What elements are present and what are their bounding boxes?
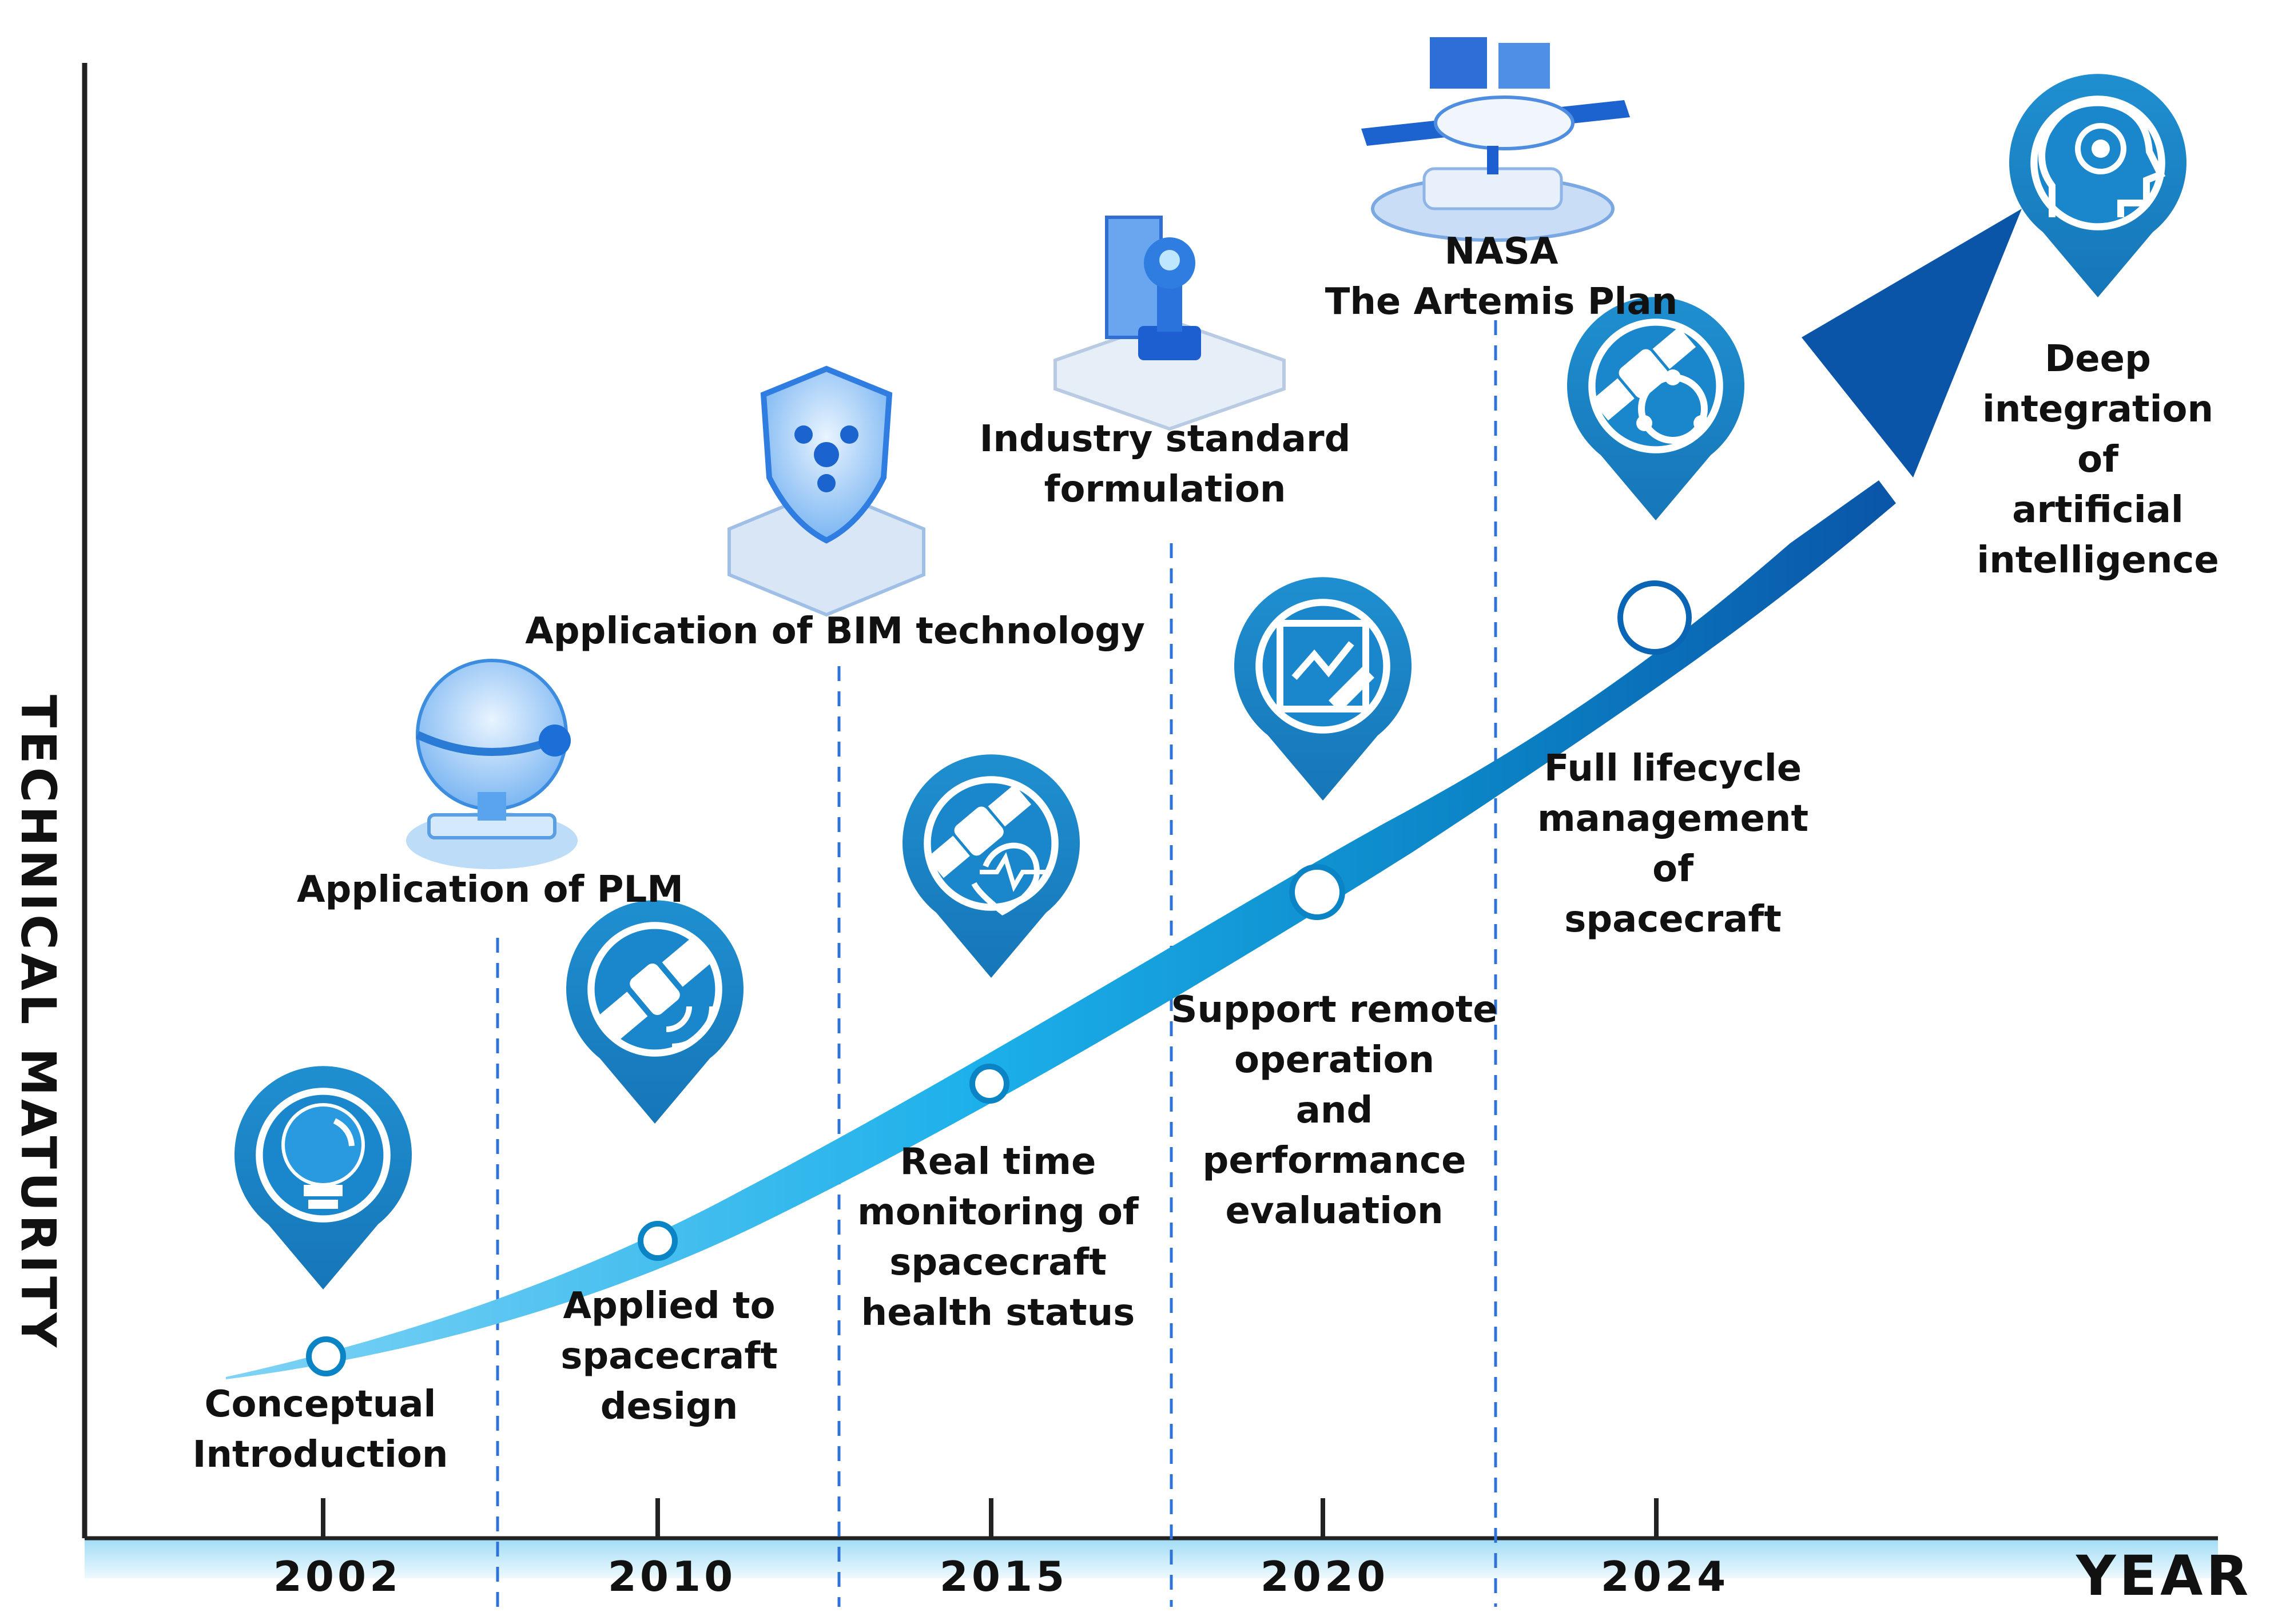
year-label-2010: 2010 <box>607 1553 737 1601</box>
node-2024 <box>1617 580 1692 655</box>
year-label-2002: 2002 <box>273 1553 402 1601</box>
x-axis-title: YEAR <box>2076 1544 2252 1608</box>
milestone-nodes <box>306 580 1692 1376</box>
maturity-arrow-head <box>1802 209 2022 477</box>
chart-edit-icon-pin <box>1234 577 1412 801</box>
year-label-2024: 2024 <box>1600 1553 1730 1601</box>
milestone-label-design: Applied to spacecraft design <box>560 1285 778 1428</box>
milestone-label-monitoring: Real time monitoring of spacecraft healt… <box>857 1141 1139 1334</box>
milestone-label-conceptual: Conceptual Introduction <box>192 1383 448 1476</box>
plm-globe-icon <box>406 659 578 869</box>
lightbulb-icon-pin <box>234 1066 412 1289</box>
year-label-2015: 2015 <box>939 1553 1068 1601</box>
event-label-plm: Application of PLM <box>297 869 683 911</box>
event-label-standard: Industry standard formulation <box>979 418 1351 511</box>
x-axis-band <box>85 1538 2218 1578</box>
standard-stamp-icon <box>1053 216 1286 431</box>
satellite-heartbeat-icon-pin <box>902 754 1080 978</box>
node-2020 <box>1289 864 1345 920</box>
artemis-spacecraft-icon <box>1361 37 1630 242</box>
event-dividers <box>496 320 1497 1607</box>
milestone-label-lifecycle: Full lifecycle management of spacecraft <box>1537 747 1809 941</box>
node-2015 <box>969 1064 1009 1104</box>
year-ticks <box>321 1498 1659 1538</box>
year-label-2020: 2020 <box>1260 1553 1389 1601</box>
event-label-artemis: NASA The Artemis Plan <box>1325 230 1678 323</box>
satellite-cycle-icon-pin <box>1567 297 1744 520</box>
node-2002 <box>306 1336 346 1376</box>
bim-shield-icon <box>727 365 925 617</box>
milestone-label-remote: Support remote operation and performance… <box>1171 989 1498 1232</box>
satellite-signal-icon-pin <box>566 900 744 1124</box>
y-axis-title: TECHNICAL MATURITY <box>10 695 66 1351</box>
ai-head-icon-pin <box>2009 74 2186 297</box>
event-label-bim: Application of BIM technology <box>525 610 1145 652</box>
milestone-label-ai: Deep integration of artificial intellige… <box>1977 338 2219 582</box>
node-2010 <box>638 1221 678 1261</box>
